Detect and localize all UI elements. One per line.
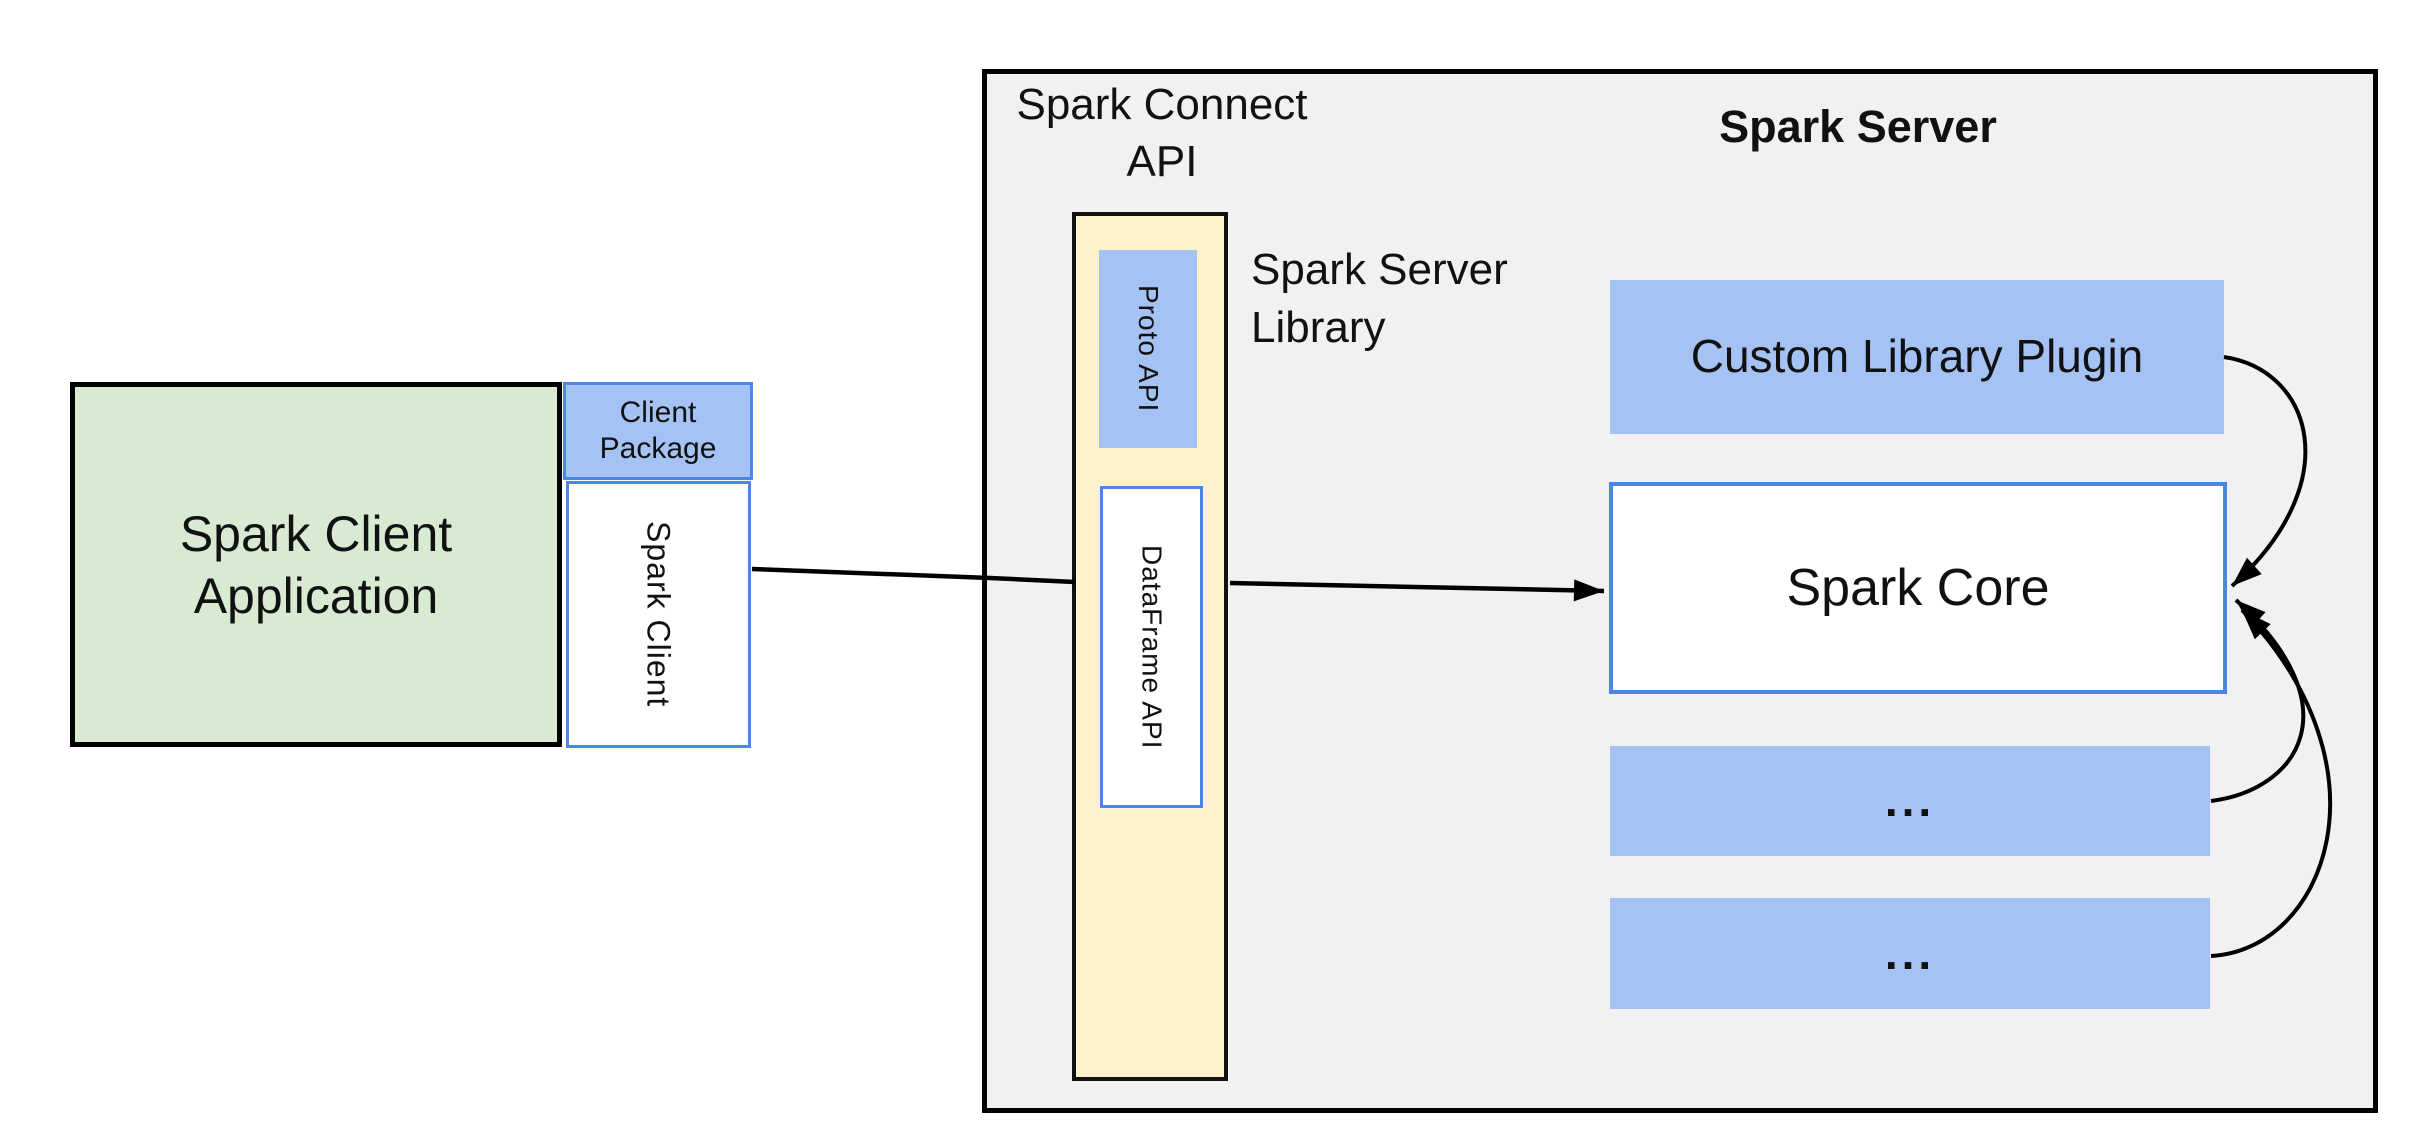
client-package-box: Client Package — [563, 382, 753, 480]
spark-server-library-line2: Library — [1251, 303, 1386, 352]
spark-client-application-line1: Spark Client — [179, 505, 453, 562]
spark-client-application-box: Spark Client Application — [70, 382, 562, 747]
spark-server-title-text: Spark Server — [1719, 101, 1997, 152]
spark-connect-api-title-line2: API — [1126, 137, 1198, 186]
spark-server-library-label: Spark Server Library — [1251, 241, 1508, 357]
spark-client-box: Spark Client — [566, 481, 751, 748]
plugin-placeholder-box-1: ... — [1610, 746, 2210, 856]
spark-client-application-line2: Application — [193, 567, 439, 624]
dataframe-api-box: DataFrame API — [1100, 486, 1203, 808]
client-package-label: Client Package — [600, 395, 717, 467]
proto-api-label: Proto API — [1132, 285, 1164, 413]
spark-server-library-line1: Spark Server — [1251, 245, 1508, 294]
plugin-placeholder-box-2: ... — [1610, 898, 2210, 1009]
spark-server-title: Spark Server — [1658, 103, 2058, 151]
spark-connect-api-title-line1: Spark Connect — [1016, 80, 1308, 129]
custom-library-plugin-box: Custom Library Plugin — [1610, 280, 2224, 434]
proto-api-box: Proto API — [1099, 250, 1197, 448]
spark-core-label: Spark Core — [1786, 558, 2050, 617]
spark-core-box: Spark Core — [1609, 482, 2227, 694]
client-package-line1: Client — [619, 396, 697, 429]
plugin-placeholder-1-label: ... — [1884, 774, 1936, 827]
spark-client-application-label: Spark Client Application — [180, 503, 452, 627]
spark-connect-api-title: Spark Connect API — [982, 76, 1342, 190]
spark-client-label: Spark Client — [640, 521, 677, 708]
client-package-line2: Package — [599, 432, 717, 465]
dataframe-api-label: DataFrame API — [1136, 544, 1168, 750]
custom-library-plugin-label: Custom Library Plugin — [1690, 330, 2144, 383]
plugin-placeholder-2-label: ... — [1884, 926, 1936, 979]
